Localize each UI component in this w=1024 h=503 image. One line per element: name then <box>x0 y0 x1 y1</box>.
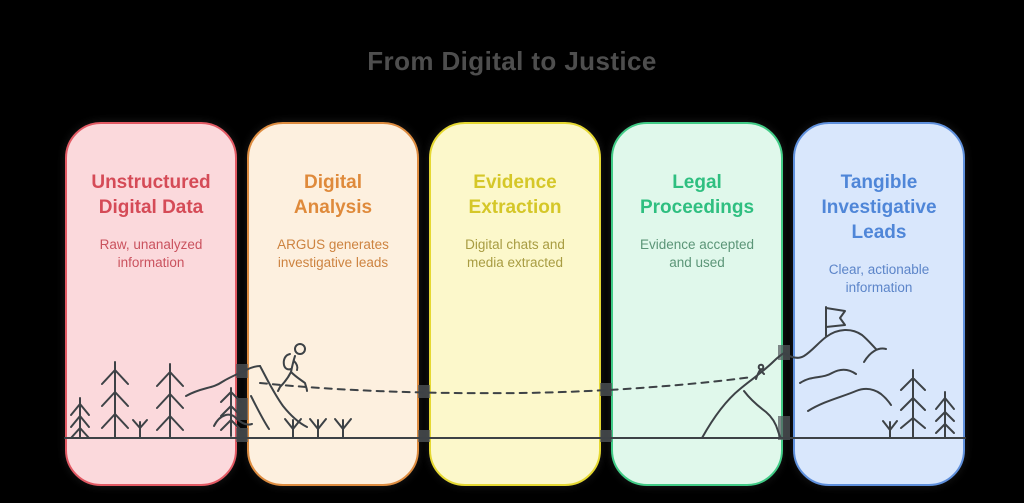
stage-title: Digital Analysis <box>293 172 373 218</box>
stage-title: Evidence Extraction <box>468 172 562 218</box>
stage-title: Tangible Investigative Leads <box>821 172 937 243</box>
stage-card-legal-proceedings: Legal Proceedings Evidence accepted and … <box>611 122 783 486</box>
stage-subtitle: Evidence accepted and used <box>639 237 755 270</box>
stage-subtitle: Raw, unanalyzed information <box>99 237 203 270</box>
stage-card-unstructured-digital-data: Unstructured Digital Data Raw, unanalyze… <box>65 122 237 486</box>
stage-title: Unstructured Digital Data <box>91 172 211 218</box>
stage-subtitle: Digital chats and media extracted <box>465 237 565 270</box>
stage-cards-row: Unstructured Digital Data Raw, unanalyze… <box>65 122 965 486</box>
stage-subtitle: Clear, actionable information <box>828 262 930 295</box>
stage-card-digital-analysis: Digital Analysis ARGUS generates investi… <box>247 122 419 486</box>
stage-card-tangible-investigative-leads: Tangible Investigative Leads Clear, acti… <box>793 122 965 486</box>
rock-right-icon <box>962 406 1014 452</box>
stage-subtitle: ARGUS generates investigative leads <box>277 237 389 270</box>
stage-card-evidence-extraction: Evidence Extraction Digital chats and me… <box>429 122 601 486</box>
rock-left-icon <box>6 409 58 452</box>
page-title: From Digital to Justice <box>367 46 657 76</box>
stage-title: Legal Proceedings <box>639 172 755 218</box>
